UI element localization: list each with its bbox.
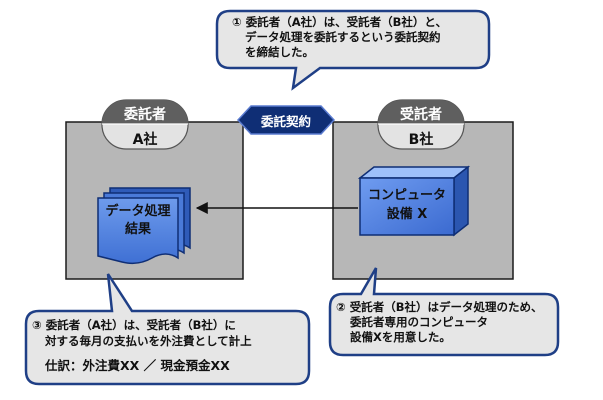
consignor-pill [101,99,189,150]
document-label-line-1: データ処理 [105,204,171,219]
contract-badge [236,105,336,135]
contractor-company: B社 [408,132,434,148]
callout-top-line-2: データ処理を委託するという委託契約 [245,30,441,44]
callout-top-line-3: を締結した。 [245,45,314,59]
contractor-role: 受託者 [400,107,442,123]
callout-right-line-1: ② 受託者（B社）はデータ処理のため、 [336,300,543,314]
contractor-pill [377,99,465,150]
contract-label: 委託契約 [260,114,311,129]
computer-label-line-2: 設備 X [386,207,428,222]
callout-right [328,267,560,357]
callout-right-line-2: 委託者専用のコンピュータ [350,315,488,329]
callout-left [24,273,311,386]
consignor-role: 委託者 [124,107,166,123]
callout-right-line-3: 設備Xを用意した。 [350,330,451,344]
callout-top [215,9,491,91]
callout-left-line-1: ③ 委託者（A社）は、受託者（B社）に [32,318,236,332]
callout-left-journal-entry: 仕訳：外注費XX ／ 現金預金XX [45,358,230,373]
computer-cube-icon [357,165,471,237]
document-stack-icon [97,187,191,265]
callout-top-line-1: ① 委託者（A社）は、受託者（B社）と、 [232,15,447,29]
document-label-line-2: 結果 [124,222,151,237]
consignor-company: A社 [132,132,158,148]
callout-left-line-2: 対する毎月の支払いを外注費として計上 [45,334,252,348]
computer-label-line-1: コンピュータ [367,188,446,203]
